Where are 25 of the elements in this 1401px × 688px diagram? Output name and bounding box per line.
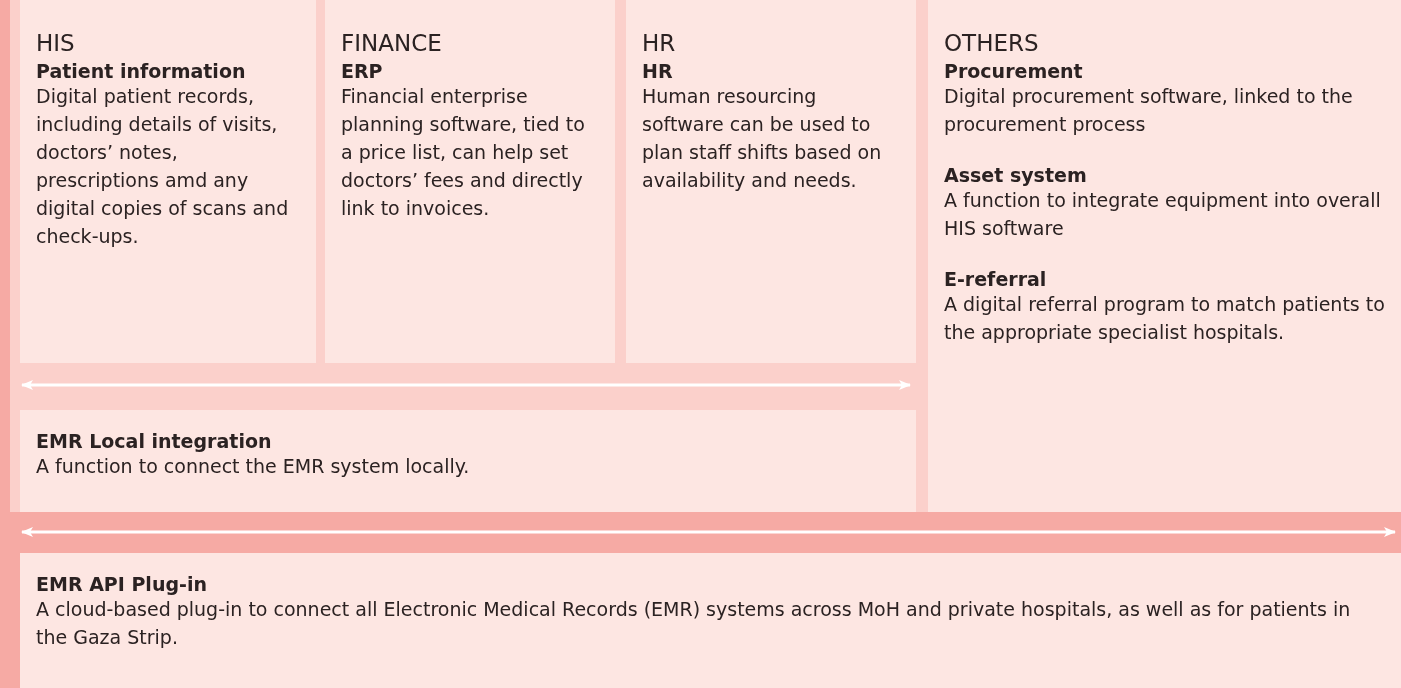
subheading: EMR API Plug-in — [36, 573, 208, 595]
heading: FINANCE — [341, 30, 443, 56]
content-panel — [20, 410, 916, 512]
description: A cloud-based plug-in to connect all Electronic Medical Records (EMR) systems across MoH and private hospitals, as well as for patients in the Gaza Strip. — [36, 597, 1352, 650]
heading: HIS — [36, 30, 76, 56]
description: A function to integrate equipment into overall HIS software — [944, 188, 1382, 241]
description: Digital procurement software, linked to the procurement process — [944, 84, 1354, 137]
double-arrow — [21, 380, 911, 390]
content-panel — [928, 0, 1401, 512]
subheading: HR — [642, 60, 674, 82]
subheading: E-referral — [944, 268, 1048, 290]
description: Financial enterprise planning software, tied to a price list, can help set doctors’ fees and directly link to invoices. — [341, 84, 586, 221]
description: Human resourcing software can be used to plan staff shifts based on availability and needs. — [642, 84, 883, 193]
description: A digital referral program to match patients to the appropriate specialist hospitals. — [944, 292, 1385, 345]
heading: OTHERS — [944, 30, 1040, 56]
subheading: Patient information — [36, 60, 247, 82]
subheading: EMR Local integration — [36, 430, 273, 452]
subheading: ERP — [341, 60, 384, 82]
subheading: Asset system — [944, 164, 1088, 186]
double-arrow — [21, 527, 1396, 537]
content-panel — [20, 553, 1401, 688]
description: Digital patient records, including details of visits, doctors’ notes, prescriptions amd any digital copies of scans and check-ups. — [36, 84, 290, 249]
heading: HR — [642, 30, 677, 56]
description: A function to connect the EMR system locally. — [36, 454, 471, 479]
subheading: Procurement — [944, 60, 1084, 82]
